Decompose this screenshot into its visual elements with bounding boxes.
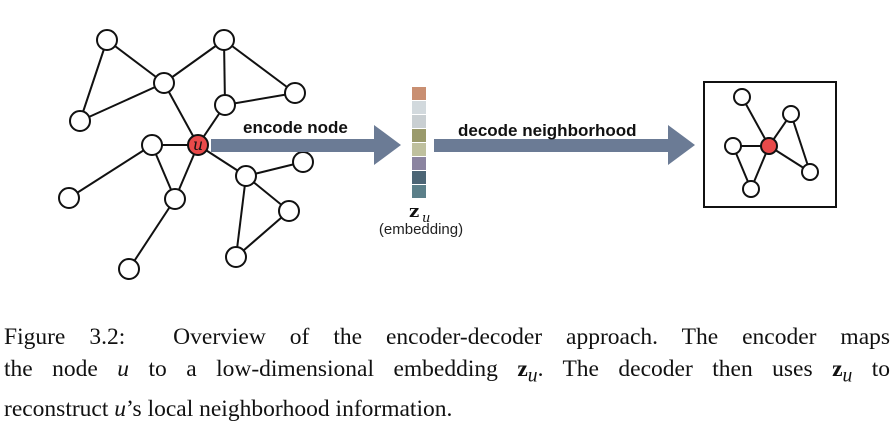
caption-text: reconstruct <box>4 395 115 422</box>
embedding-label: (embedding) <box>379 221 463 238</box>
embedding-cell <box>412 157 426 170</box>
reconstructed-target-node <box>760 137 778 155</box>
embedding-cell <box>412 143 426 156</box>
embedding-cell <box>412 101 426 114</box>
target-node-label: u <box>193 135 203 154</box>
graph-node <box>118 258 140 280</box>
graph-node <box>284 82 306 104</box>
graph-node <box>141 134 163 156</box>
caption-text-1: Overview of the encoder-decoder approach… <box>173 324 891 350</box>
graph-node <box>724 137 742 155</box>
caption-var-u: u <box>117 356 130 382</box>
graph-node <box>225 246 247 268</box>
embedding-cell <box>412 87 426 100</box>
decode-label: decode neighborhood <box>458 121 637 140</box>
embedding-subscript: u <box>422 211 430 226</box>
graph-node <box>742 180 760 198</box>
figure-caption: Figure 3.2: Overview of the encoder-deco… <box>4 321 890 425</box>
graph-node <box>278 200 300 222</box>
graph-node <box>292 151 314 173</box>
caption-text: . The decoder then uses <box>537 356 833 382</box>
embedding-cell <box>412 115 426 128</box>
caption-text: ’s local neighborhood information. <box>126 395 453 422</box>
graph-node <box>235 165 257 187</box>
caption-var-z: z <box>832 356 843 382</box>
graph-node <box>153 72 175 94</box>
decode-arrow: decode neighborhood <box>434 121 695 165</box>
encode-arrow: encode node <box>211 118 401 165</box>
graph-node <box>733 88 751 106</box>
input-graph-nodes <box>58 29 314 280</box>
reconstructed-graph <box>724 88 819 198</box>
graph-node <box>214 94 236 116</box>
caption-text: to a low-dimensional embedding <box>129 356 518 382</box>
caption-var-z: z <box>517 356 528 382</box>
caption-text: to <box>852 356 891 382</box>
embedding-symbol: z <box>409 201 419 222</box>
embedding-cell <box>412 185 426 198</box>
graph-node <box>69 110 91 132</box>
embedding-cell <box>412 171 426 184</box>
caption-line-1: Figure 3.2: Overview of the encoder-deco… <box>4 321 890 353</box>
embedding-vector <box>412 87 426 198</box>
caption-prefix: Figure 3.2: <box>4 324 126 350</box>
caption-line-2: the node u to a low-dimensional embeddin… <box>4 353 890 393</box>
encode-label: encode node <box>243 118 348 137</box>
caption-line-3: reconstruct u’s local neighborhood infor… <box>4 393 890 425</box>
graph-node <box>213 29 235 51</box>
encoder-decoder-diagram: encode node u z u (embedding) decode nei… <box>58 29 837 280</box>
caption-var-u: u <box>114 395 127 422</box>
target-node-u: u <box>187 134 209 156</box>
embedding-cell <box>412 129 426 142</box>
graph-node <box>801 163 819 181</box>
graph-node <box>164 188 186 210</box>
graph-node <box>58 187 80 209</box>
graph-node <box>782 105 800 123</box>
graph-node <box>96 29 118 51</box>
caption-var-z-sub: u <box>842 365 853 387</box>
caption-var-z-sub: u <box>527 365 538 387</box>
input-graph-edges <box>68 39 304 270</box>
caption-text: the node <box>4 356 118 382</box>
